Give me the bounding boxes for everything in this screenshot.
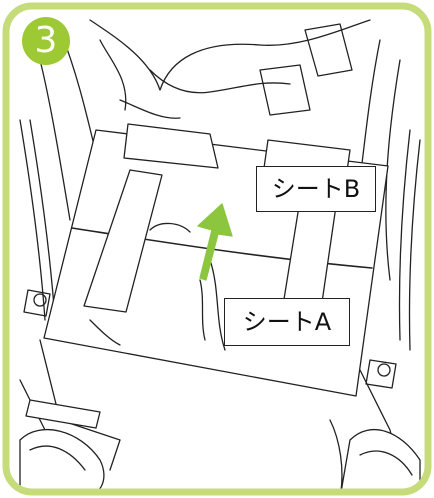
sheet-b-label: シートB bbox=[256, 166, 376, 212]
step-number-badge: 3 bbox=[22, 17, 70, 65]
push-direction-arrow bbox=[197, 203, 233, 281]
backrest-outline bbox=[89, 19, 371, 91]
right-foot-area bbox=[339, 429, 421, 492]
step-number: 3 bbox=[34, 20, 58, 61]
sheet-a-label: シートA bbox=[224, 298, 350, 346]
